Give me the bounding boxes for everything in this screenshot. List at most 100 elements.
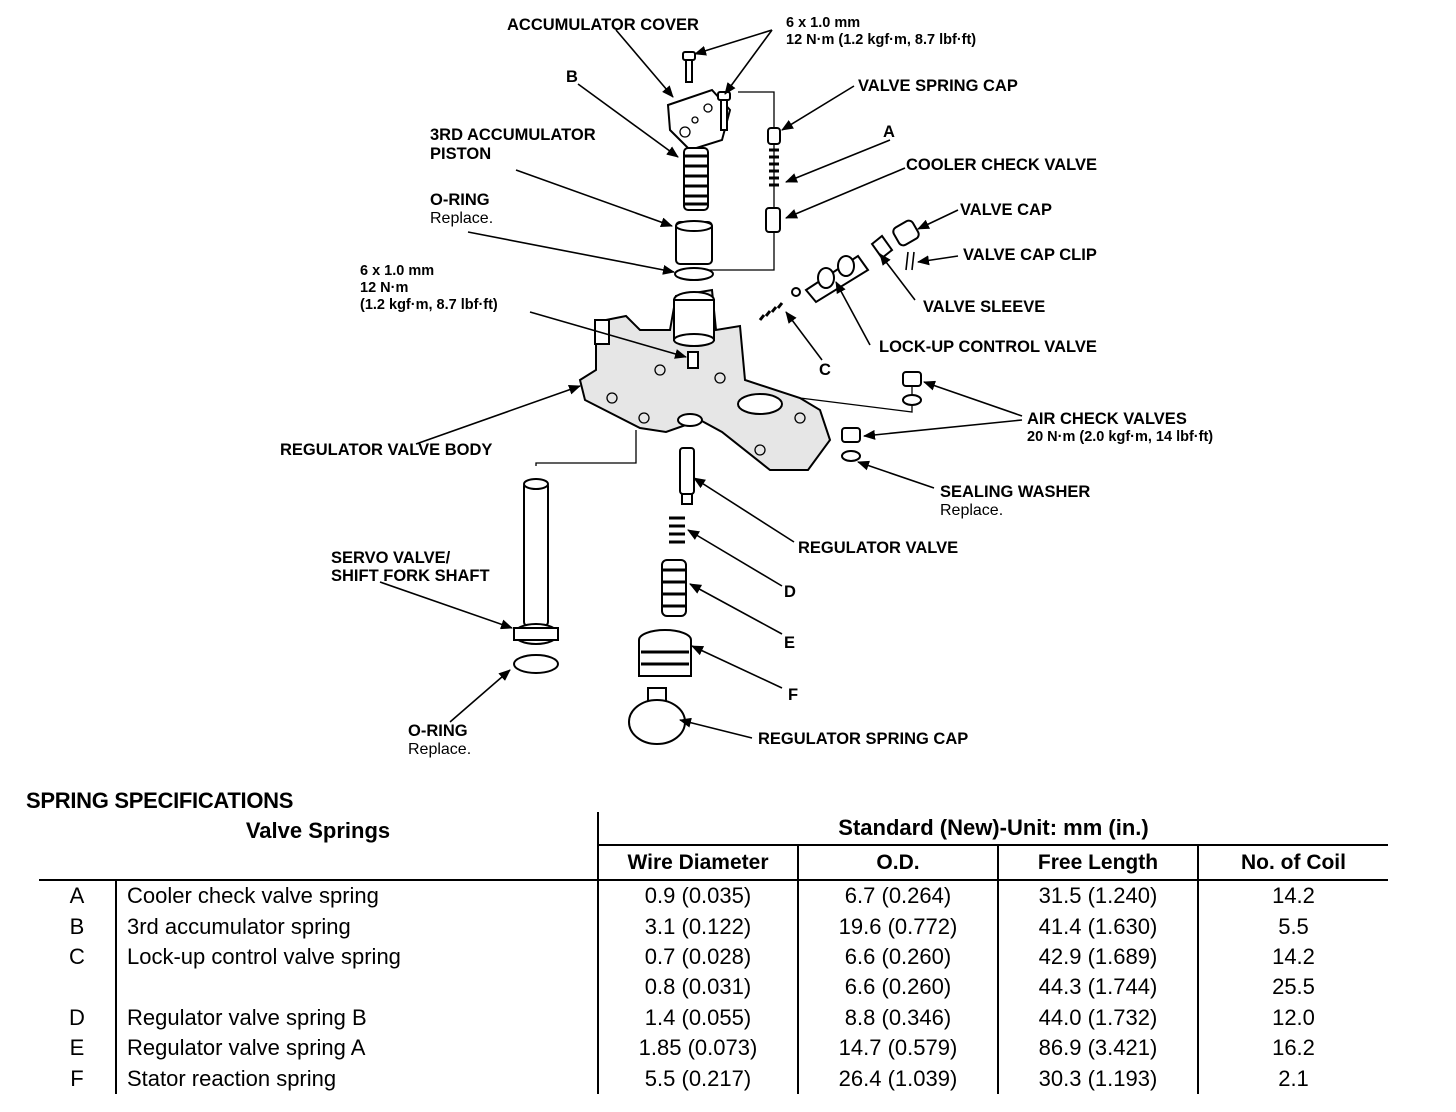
label-valve-sleeve: VALVE SLEEVE	[923, 298, 1045, 316]
row-free-length: 44.0 (1.732)	[998, 1002, 1199, 1034]
row-wire-diameter: 0.8 (0.031)	[598, 972, 799, 1003]
label-accumulator-cover: ACCUMULATOR COVER	[507, 16, 699, 34]
label-torque-mid-2: 12 N·m	[360, 280, 408, 296]
row-no-of-coil: 25.5	[1272, 974, 1315, 1000]
label-a: A	[883, 123, 895, 141]
row-wire-diameter: 3.1 (0.122)	[598, 911, 799, 942]
header-free-length: Free Length	[998, 845, 1199, 881]
row-letter	[39, 972, 117, 1003]
air-check-valve-1	[902, 371, 922, 406]
row-no-of-coil: 14.2	[1272, 944, 1315, 970]
spring-e	[661, 559, 687, 617]
label-air-check-valves: AIR CHECK VALVES	[1027, 410, 1187, 428]
row-spring-name	[116, 972, 599, 1003]
label-torque-top-2: 12 N·m (1.2 kgf·m, 8.7 lbf·ft)	[786, 32, 976, 48]
row-od: 6.6 (0.260)	[798, 941, 999, 973]
servo-valve-shift-fork-shaft	[513, 478, 559, 645]
row-wire-diameter: 0.7 (0.028)	[598, 941, 799, 973]
spring-f	[638, 629, 692, 677]
label-3rd-accumulator-2: PISTON	[430, 145, 491, 163]
table-row: F Stator reaction spring 5.5 (0.217) 26.…	[39, 1063, 1388, 1094]
spring-spec-table: Valve Springs Standard (New)-Unit: mm (i…	[39, 812, 1388, 1094]
label-torque-mid-1: 6 x 1.0 mm	[360, 263, 434, 279]
table-row: A Cooler check valve spring 0.9 (0.035) …	[39, 879, 1388, 912]
header-valve-springs: Valve Springs	[39, 812, 599, 881]
row-wire-diameter: 5.5 (0.217)	[598, 1063, 799, 1094]
row-wire-diameter: 1.4 (0.055)	[598, 1002, 799, 1034]
label-air-check-torque: 20 N·m (2.0 kgf·m, 14 lbf·ft)	[1027, 429, 1213, 445]
row-free-length: 31.5 (1.240)	[998, 879, 1199, 912]
label-o-ring-bottom: O-RING	[408, 722, 468, 740]
row-letter: E	[39, 1033, 117, 1064]
row-free-length: 30.3 (1.193)	[998, 1063, 1199, 1094]
row-od: 8.8 (0.346)	[798, 1002, 999, 1034]
header-od: O.D.	[798, 845, 999, 881]
row-no-of-coil: 16.2	[1272, 1035, 1315, 1061]
label-cooler-check-valve: COOLER CHECK VALVE	[906, 156, 1097, 174]
header-wire-diameter: Wire Diameter	[598, 845, 799, 881]
row-letter: B	[39, 911, 117, 942]
label-regulator-valve-body: REGULATOR VALVE BODY	[280, 441, 492, 459]
row-od: 26.4 (1.039)	[798, 1063, 999, 1094]
row-od: 6.7 (0.264)	[798, 879, 999, 912]
label-3rd-accumulator-1: 3RD ACCUMULATOR	[430, 126, 596, 144]
spring-b	[683, 147, 709, 211]
header-no-of-coil: No. of Coil	[1198, 845, 1388, 881]
label-d: D	[784, 583, 796, 601]
table-row: B 3rd accumulator spring 3.1 (0.122) 19.…	[39, 911, 1388, 942]
row-letter: D	[39, 1002, 117, 1034]
row-letter: A	[39, 879, 117, 912]
o-ring-top	[674, 267, 714, 281]
spring-a	[769, 148, 779, 187]
row-spring-name: Regulator valve spring B	[116, 1002, 599, 1034]
accumulator-cover	[666, 88, 732, 152]
label-b: B	[566, 68, 578, 86]
table-row: D Regulator valve spring B 1.4 (0.055) 8…	[39, 1002, 1388, 1034]
spring-c	[758, 302, 784, 321]
cover-bolt-2	[717, 91, 731, 131]
row-free-length: 41.4 (1.630)	[998, 911, 1199, 942]
row-letter: F	[39, 1063, 117, 1094]
row-spring-name: Stator reaction spring	[116, 1063, 599, 1094]
third-accumulator-piston	[675, 220, 713, 265]
row-wire-diameter: 1.85 (0.073)	[598, 1033, 799, 1064]
label-c: C	[819, 361, 831, 379]
row-od: 6.6 (0.260)	[798, 972, 999, 1003]
label-replace-washer: Replace.	[940, 502, 1003, 519]
valve-spring-cap	[767, 127, 781, 145]
row-spring-name: Regulator valve spring A	[116, 1033, 599, 1064]
label-servo-2: SHIFT FORK SHAFT	[331, 567, 490, 585]
regulator-valve	[679, 447, 695, 505]
label-regulator-spring-cap: REGULATOR SPRING CAP	[758, 730, 968, 748]
regulator-valve-body	[578, 288, 832, 471]
spring-d	[669, 516, 685, 544]
o-ring-bottom	[513, 654, 559, 674]
label-torque-mid-3: (1.2 kgf·m, 8.7 lbf·ft)	[360, 297, 498, 313]
row-no-of-coil: 14.2	[1272, 883, 1315, 909]
cover-bolt-1	[682, 51, 696, 83]
label-e: E	[784, 634, 795, 652]
row-od: 14.7 (0.579)	[798, 1033, 999, 1064]
cooler-check-valve	[765, 207, 781, 233]
label-f: F	[788, 686, 798, 704]
header-standard: Standard (New)-Unit: mm (in.)	[598, 812, 1388, 847]
label-valve-spring-cap: VALVE SPRING CAP	[858, 77, 1018, 95]
regulator-spring-cap	[628, 687, 686, 745]
label-replace-bottom: Replace.	[408, 741, 471, 758]
exploded-diagram: ACCUMULATOR COVER 6 x 1.0 mm 12 N·m (1.2…	[280, 15, 1213, 758]
row-free-length: 86.9 (3.421)	[998, 1033, 1199, 1064]
label-replace-top: Replace.	[430, 210, 493, 227]
label-o-ring-top: O-RING	[430, 191, 490, 209]
table-row: 0.8 (0.031) 6.6 (0.260) 44.3 (1.744) 25.…	[39, 972, 1388, 1003]
label-valve-cap: VALVE CAP	[960, 201, 1052, 219]
air-check-valve-2	[841, 427, 861, 462]
row-spring-name: 3rd accumulator spring	[116, 911, 599, 942]
table-row: E Regulator valve spring A 1.85 (0.073) …	[39, 1033, 1388, 1064]
label-valve-cap-clip: VALVE CAP CLIP	[963, 246, 1097, 264]
label-sealing-washer: SEALING WASHER	[940, 483, 1090, 501]
row-no-of-coil: 2.1	[1278, 1065, 1309, 1091]
label-regulator-valve: REGULATOR VALVE	[798, 539, 958, 557]
table-row: C Lock-up control valve spring 0.7 (0.02…	[39, 941, 1388, 973]
row-free-length: 42.9 (1.689)	[998, 941, 1199, 973]
row-od: 19.6 (0.772)	[798, 911, 999, 942]
